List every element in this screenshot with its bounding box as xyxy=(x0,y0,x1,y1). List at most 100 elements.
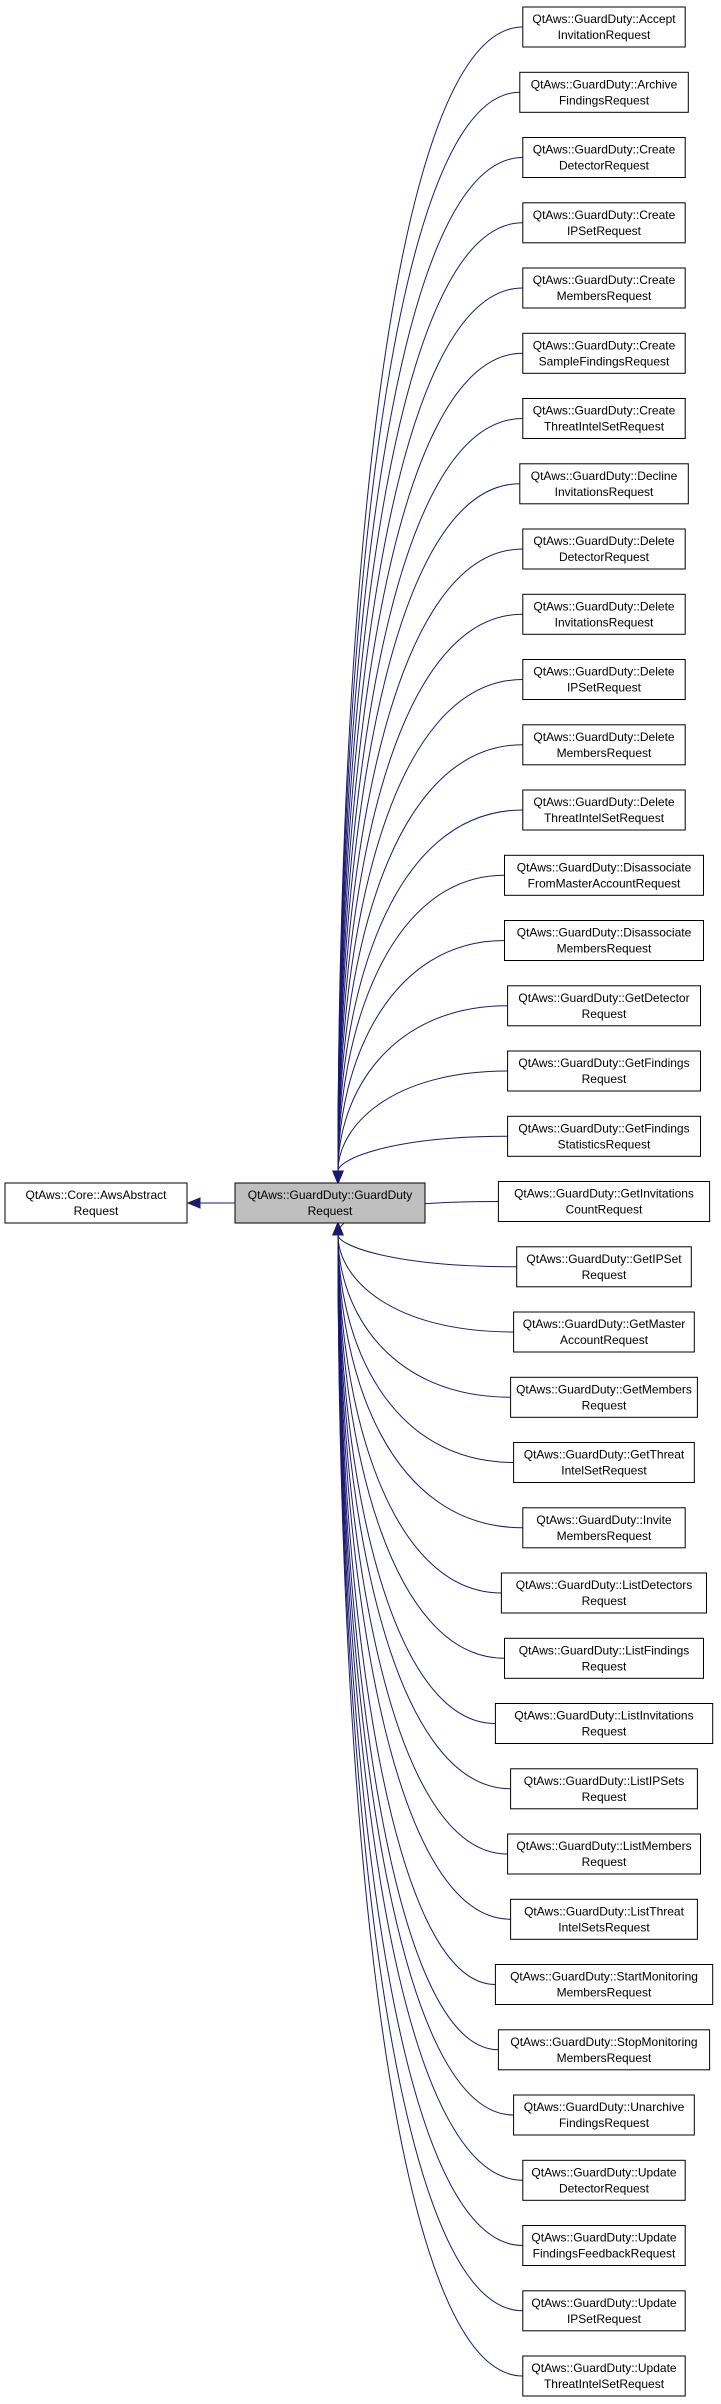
node-box xyxy=(522,2290,686,2332)
node-derived-class[interactable]: QtAws::GuardDuty::StopMonitoringMembersR… xyxy=(497,2029,711,2071)
node-label-line2: Request xyxy=(582,1659,627,1673)
node-derived-class[interactable]: QtAws::GuardDuty::DeclineInvitationsRequ… xyxy=(519,463,689,505)
edge-derived-to-center xyxy=(337,1234,502,1594)
edge-derived-to-center xyxy=(337,1234,508,1855)
node-label-line2: Request xyxy=(582,1072,627,1086)
node-derived-class[interactable]: QtAws::GuardDuty::DeleteInvitationsReque… xyxy=(522,593,686,635)
node-label-line1: QtAws::GuardDuty::GetIPSet xyxy=(526,1252,682,1266)
edge-derived-to-center xyxy=(337,874,505,1172)
node-label-line1: QtAws::GuardDuty::Unarchive xyxy=(524,2100,685,2114)
edge-derived-to-center xyxy=(337,1234,523,2377)
node-box xyxy=(504,854,704,896)
node-label-line1: QtAws::GuardDuty::Delete xyxy=(533,795,674,809)
node-box xyxy=(513,1311,695,1353)
node-label-line1: QtAws::GuardDuty::Disassociate xyxy=(517,860,692,874)
node-box xyxy=(510,1376,698,1418)
node-box xyxy=(507,985,701,1027)
node-label-line1: QtAws::GuardDuty::ListThreat xyxy=(524,1904,685,1918)
edge-derived-to-center xyxy=(337,1234,514,2116)
node-derived-class[interactable]: QtAws::GuardDuty::CreateSampleFindingsRe… xyxy=(522,332,686,374)
edge-derived-to-center xyxy=(337,222,523,1172)
node-center-class[interactable]: QtAws::GuardDuty::GuardDuty Request xyxy=(234,1182,426,1224)
edge-derived-to-center xyxy=(337,1234,511,1920)
node-label-line1: QtAws::GuardDuty::StartMonitoring xyxy=(510,1970,698,1984)
node-derived-class[interactable]: QtAws::GuardDuty::CreateThreatIntelSetRe… xyxy=(522,398,686,439)
node-derived-class[interactable]: QtAws::GuardDuty::GetInvitationsCountReq… xyxy=(497,1181,711,1222)
node-derived-class[interactable]: QtAws::GuardDuty::ListThreatIntelSetsReq… xyxy=(510,1898,698,1940)
node-label-line2: MembersRequest xyxy=(557,942,652,956)
node-label-line1: QtAws::GuardDuty::Disassociate xyxy=(517,926,692,940)
node-label-line2: IntelSetRequest xyxy=(561,1464,647,1478)
node-box xyxy=(234,1182,426,1224)
node-label-line2: InvitationsRequest xyxy=(555,615,654,629)
node-derived-class[interactable]: QtAws::GuardDuty::DisassociateFromMaster… xyxy=(504,854,704,896)
node-label-line2: MembersRequest xyxy=(557,1529,652,1543)
edge-derived-to-center xyxy=(337,548,523,1172)
edge-derived-to-center xyxy=(337,809,523,1172)
node-box xyxy=(497,2029,711,2071)
node-box xyxy=(494,1703,714,1744)
node-box xyxy=(504,1637,704,1679)
node-label-line1: QtAws::GuardDuty::ListInvitations xyxy=(514,1709,693,1723)
node-derived-class[interactable]: QtAws::GuardDuty::GetMasterAccountReques… xyxy=(513,1311,695,1353)
node-box xyxy=(497,1181,711,1222)
node-box xyxy=(522,267,686,309)
edge-derived-to-center xyxy=(337,1135,508,1172)
node-box xyxy=(522,332,686,374)
node-label-line2: AccountRequest xyxy=(560,1333,649,1347)
node-derived-class[interactable]: QtAws::GuardDuty::StartMonitoringMembers… xyxy=(494,1964,714,2005)
node-label-line1: QtAws::GuardDuty::ListDetectors xyxy=(516,1578,693,1592)
node-label-line2: InvitationsRequest xyxy=(555,485,654,499)
node-label-line1: QtAws::GuardDuty::Delete xyxy=(533,599,674,613)
node-box xyxy=(522,789,686,831)
node-label-line1: QtAws::GuardDuty::GetMembers xyxy=(516,1382,692,1396)
arrowhead-base xyxy=(186,1197,201,1209)
edge-derived-to-center xyxy=(337,1234,496,1724)
node-box xyxy=(522,528,686,570)
node-derived-class[interactable]: QtAws::GuardDuty::UpdateThreatIntelSetRe… xyxy=(522,2355,686,2397)
node-derived-class[interactable]: QtAws::GuardDuty::UpdateFindingsFeedback… xyxy=(522,2225,686,2266)
node-box xyxy=(522,137,686,178)
edge-derived-to-center xyxy=(337,287,523,1172)
node-label-line2: FindingsRequest xyxy=(559,2116,650,2130)
node-derived-class[interactable]: QtAws::GuardDuty::AcceptInvitationReques… xyxy=(522,6,686,48)
node-label-line2: MembersRequest xyxy=(557,746,652,760)
node-label-line1: QtAws::GuardDuty::Create xyxy=(533,273,676,287)
arrowhead-center xyxy=(332,1170,344,1185)
node-derived-class[interactable]: QtAws::GuardDuty::DeleteThreatIntelSetRe… xyxy=(522,789,686,831)
node-label-line2: Request xyxy=(308,1204,353,1218)
node-label-line2: IntelSetsRequest xyxy=(558,1920,650,1934)
edge-derived-to-center xyxy=(337,483,520,1172)
node-box xyxy=(522,1507,686,1549)
node-derived-class[interactable]: QtAws::GuardDuty::DisassociateMembersReq… xyxy=(504,920,704,961)
node-box xyxy=(522,6,686,48)
node-label-line1: QtAws::GuardDuty::StopMonitoring xyxy=(510,2035,697,2049)
node-box xyxy=(522,724,686,766)
node-derived-class[interactable]: QtAws::GuardDuty::GetThreatIntelSetReque… xyxy=(513,1442,695,1483)
node-label-line1: QtAws::GuardDuty::ListMembers xyxy=(516,1839,691,1853)
node-base-class[interactable]: QtAws::Core::AwsAbstract Request xyxy=(4,1182,188,1224)
node-derived-class[interactable]: QtAws::GuardDuty::UnarchiveFindingsReque… xyxy=(513,2094,695,2136)
node-derived-class[interactable]: QtAws::GuardDuty::GetFindingsStatisticsR… xyxy=(507,1115,701,1157)
node-box xyxy=(507,1050,701,1092)
node-label-line2: IPSetRequest xyxy=(567,2312,642,2326)
